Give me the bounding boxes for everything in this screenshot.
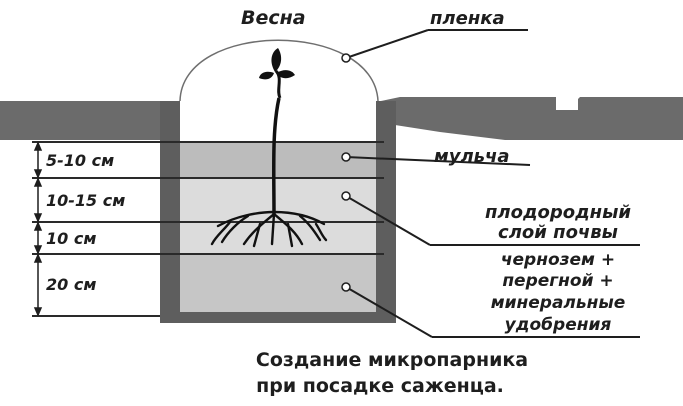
caption-line2: при посадке саженца. bbox=[256, 375, 504, 397]
leader-dots bbox=[341, 53, 351, 292]
film-label: пленка bbox=[430, 8, 505, 29]
soil-mix-label-line3: минеральные bbox=[491, 293, 626, 313]
depth-arrows bbox=[33, 141, 43, 317]
depth-label-bottom: 20 см bbox=[46, 275, 96, 294]
ground-left bbox=[0, 101, 170, 312]
mulch-label: мульча bbox=[434, 146, 510, 167]
caption-line1: Создание микропарника bbox=[256, 349, 528, 371]
leader-lines bbox=[345, 29, 640, 338]
season-title: Весна bbox=[241, 7, 306, 29]
fertile-layer-label-line2: слой почвы bbox=[498, 222, 618, 243]
depth-label-mulch: 5-10 см bbox=[46, 151, 114, 170]
layer-soil-mix bbox=[180, 254, 376, 312]
soil-mix-label-line2: перегной + bbox=[502, 271, 613, 291]
film-dome bbox=[179, 39, 379, 102]
seedling bbox=[259, 48, 295, 215]
depth-label-fertile: 10-15 см bbox=[46, 191, 125, 210]
depth-label-mid: 10 см bbox=[46, 229, 96, 248]
ground-right bbox=[376, 97, 683, 312]
seedling-roots bbox=[210, 210, 328, 248]
fertile-layer-label-line1: плодородный bbox=[485, 202, 631, 223]
soil-mix-label-line4: удобрения bbox=[505, 315, 612, 335]
layer-boundaries bbox=[32, 141, 384, 317]
ground-right-gap bbox=[556, 96, 578, 110]
pit-wall-left bbox=[160, 101, 180, 323]
soil-mix-label-line1: чернозем + bbox=[501, 250, 615, 270]
pit-wall-right bbox=[376, 101, 396, 323]
pit-bottom bbox=[160, 312, 396, 323]
